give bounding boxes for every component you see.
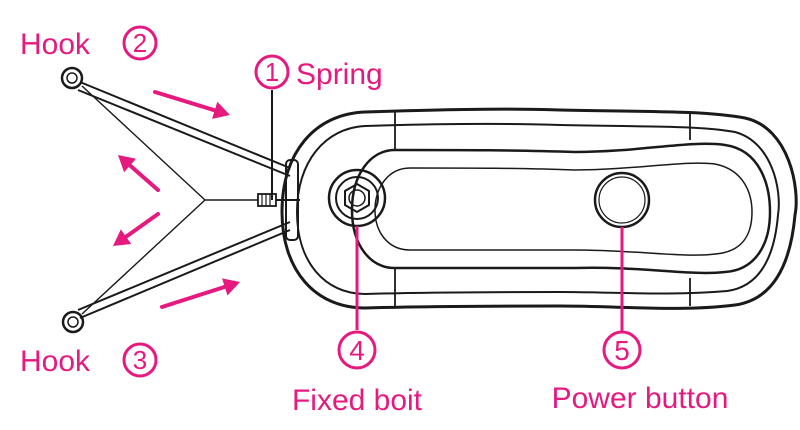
marker-circle-3	[122, 342, 158, 378]
label-hook-bottom: Hook	[20, 345, 91, 378]
arrow-top-inward	[153, 90, 230, 119]
marker-number-5: 5	[614, 335, 630, 366]
direction-arrows	[113, 90, 240, 309]
v-wire	[81, 85, 258, 315]
label-hook-top: Hook	[20, 28, 91, 61]
spring	[257, 90, 300, 241]
marker-circle-5	[602, 330, 642, 370]
label-spring: Spring	[296, 58, 383, 91]
marker-circle-1	[254, 54, 290, 90]
arrow-bottom-inward	[160, 278, 240, 309]
body-outer-outline	[280, 107, 798, 310]
bottom-arm	[77, 221, 291, 319]
marker-circle-4	[337, 330, 377, 370]
fixed-bolt	[327, 168, 387, 228]
top-arm	[77, 81, 291, 177]
marker-number-4: 4	[349, 335, 365, 366]
device-body	[280, 107, 798, 310]
hook-arms	[60, 66, 291, 334]
label-power-button: Power button	[552, 382, 729, 415]
hook-bottom-ring	[61, 310, 85, 334]
power-button	[593, 171, 651, 229]
marker-number-1: 1	[265, 57, 279, 87]
number-markers	[122, 25, 642, 378]
marker-number-3: 3	[133, 345, 147, 375]
arrow-lower-outward	[113, 212, 160, 246]
marker-circle-2	[122, 25, 158, 61]
hook-top-ring	[60, 66, 84, 90]
marker-number-2: 2	[133, 28, 147, 58]
body-inner-outline	[295, 122, 780, 296]
arrow-upper-outward	[118, 155, 160, 192]
grip-plate-inner	[374, 162, 753, 256]
grip-plate	[350, 142, 772, 275]
leader-lines	[355, 226, 624, 332]
label-fixed-bolt: Fixed boit	[292, 384, 423, 417]
